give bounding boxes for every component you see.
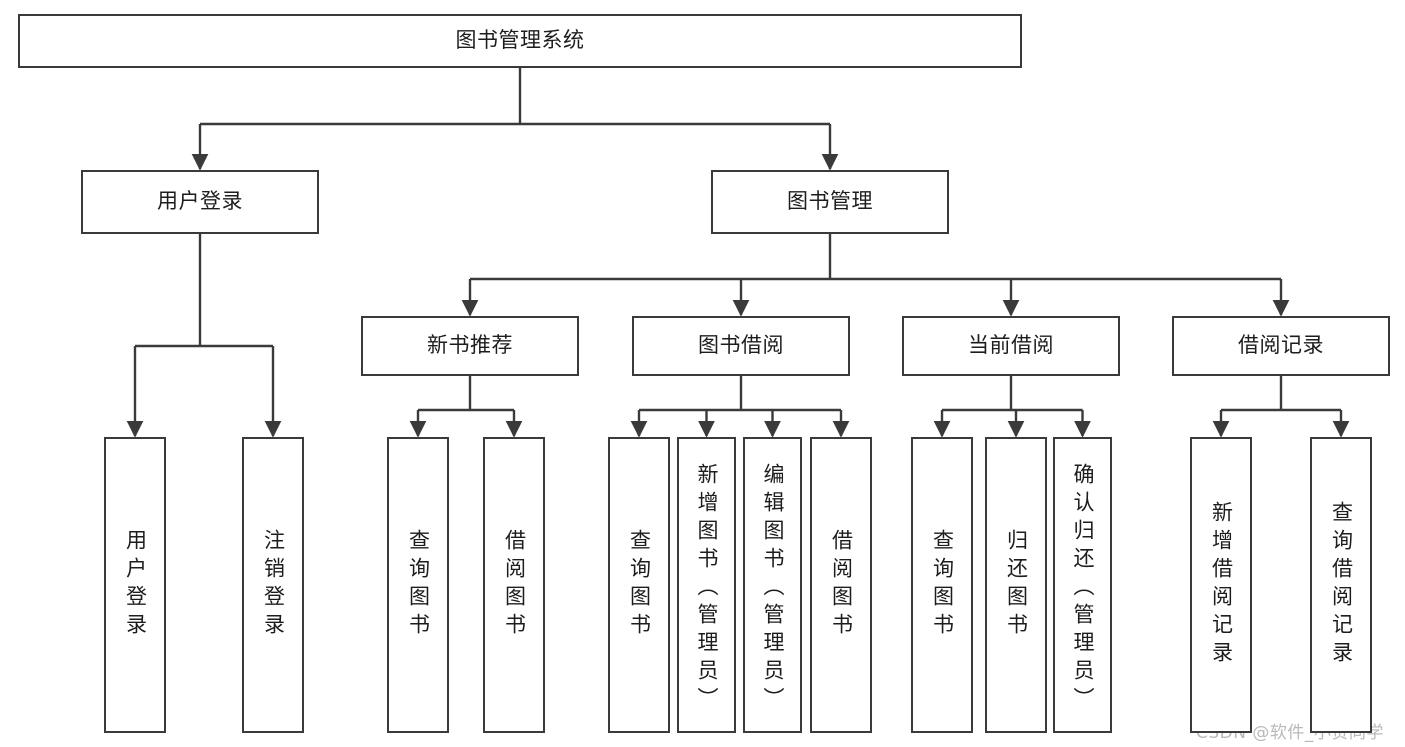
node-leaf-confirm-return-admin[interactable]: 确认归还（管理员） [1053, 437, 1112, 733]
node-leaf-borrow-book[interactable]: 借阅图书 [810, 437, 872, 733]
node-label: 借阅记录 [1238, 333, 1324, 358]
node-level3-book-borrow[interactable]: 图书借阅 [632, 316, 850, 376]
node-leaf-add-book-admin[interactable]: 新增图书（管理员） [677, 437, 736, 733]
node-leaf-query-book-borrow[interactable]: 查询图书 [608, 437, 670, 733]
node-label: 用户登录 [157, 189, 243, 214]
node-leaf-return-book[interactable]: 归还图书 [985, 437, 1047, 733]
node-leaf-edit-book-admin[interactable]: 编辑图书（管理员） [743, 437, 802, 733]
node-leaf-logout[interactable]: 注销登录 [242, 437, 304, 733]
node-label: 查询借阅记录 [1329, 501, 1354, 669]
node-label: 借阅图书 [502, 529, 527, 641]
node-leaf-query-book-rec[interactable]: 查询图书 [387, 437, 449, 733]
node-label: 编辑图书（管理员） [761, 463, 785, 715]
edge-group [126, 68, 1350, 438]
node-label: 图书借阅 [698, 333, 784, 358]
node-level3-borrow-record[interactable]: 借阅记录 [1172, 316, 1390, 376]
node-leaf-borrow-book-rec[interactable]: 借阅图书 [483, 437, 545, 733]
node-level3-current-borrow[interactable]: 当前借阅 [902, 316, 1120, 376]
node-level2-user-login[interactable]: 用户登录 [81, 170, 319, 234]
node-label: 归还图书 [1004, 529, 1029, 641]
node-label: 注销登录 [261, 529, 286, 641]
node-level3-new-book-rec[interactable]: 新书推荐 [361, 316, 579, 376]
node-root[interactable]: 图书管理系统 [18, 14, 1022, 68]
node-label: 用户登录 [123, 529, 148, 641]
node-leaf-add-borrow-record[interactable]: 新增借阅记录 [1190, 437, 1252, 733]
node-leaf-user-login[interactable]: 用户登录 [104, 437, 166, 733]
node-leaf-query-borrow-record[interactable]: 查询借阅记录 [1310, 437, 1372, 733]
node-label: 查询图书 [406, 529, 431, 641]
node-label: 确认归还（管理员） [1071, 463, 1095, 715]
node-label: 借阅图书 [829, 529, 854, 641]
node-label: 新增借阅记录 [1209, 501, 1234, 669]
node-label: 查询图书 [627, 529, 652, 641]
node-leaf-query-book-cur[interactable]: 查询图书 [911, 437, 973, 733]
node-label: 当前借阅 [968, 333, 1054, 358]
node-label: 图书管理系统 [455, 28, 585, 53]
node-label: 查询图书 [930, 529, 955, 641]
node-label: 新书推荐 [427, 333, 513, 358]
node-level2-book-manage[interactable]: 图书管理 [711, 170, 949, 234]
node-label: 图书管理 [787, 189, 873, 214]
node-label: 新增图书（管理员） [695, 463, 719, 715]
